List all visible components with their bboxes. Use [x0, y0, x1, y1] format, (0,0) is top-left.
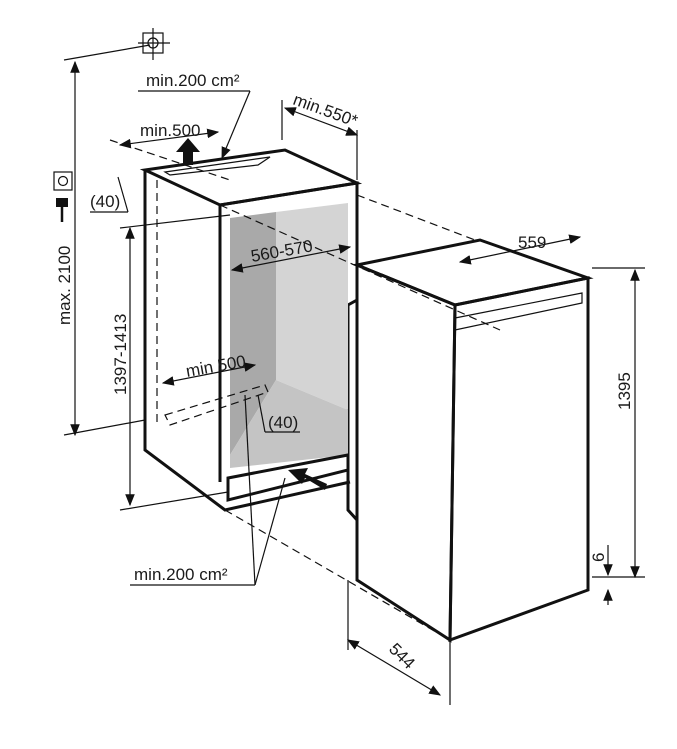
- top-vent-area-label: min.200 cm²: [146, 71, 240, 90]
- power-socket-icon: [53, 171, 73, 191]
- max-height-label: max. 2100: [55, 246, 74, 325]
- niche-back-wall: [276, 203, 348, 410]
- depth-min-label: min.550*: [291, 90, 361, 131]
- bottom-vent-opening: [226, 453, 350, 502]
- air-inlet-arrow-icon: [288, 468, 327, 490]
- appliance-handle: [454, 292, 583, 331]
- appliance-depth-label: 544: [385, 639, 418, 672]
- niche-floor: [230, 380, 348, 468]
- dimension-lines: [63, 44, 645, 705]
- top-vent-width-label: min.500: [140, 121, 200, 140]
- top-vent-opening: [163, 156, 271, 176]
- air-outlet-arrow-icon: [176, 138, 200, 165]
- guide-lines: [109, 139, 501, 641]
- appliance: [351, 238, 594, 643]
- niche-height-label: 1397-1413: [111, 314, 130, 395]
- top-vent-depth-label: (40): [90, 192, 120, 211]
- wall-anchor-icon: [138, 28, 170, 60]
- niche-left-wall: [230, 212, 276, 455]
- bottom-vent-depth-label: (40): [268, 413, 298, 432]
- appliance-height-label: 1395: [615, 372, 634, 410]
- appliance-gap-label: 6: [589, 553, 608, 562]
- bottom-vent-area-label: min.200 cm²: [134, 565, 228, 584]
- power-plug-icon: [56, 198, 68, 222]
- appliance-width-label: 559: [518, 233, 546, 252]
